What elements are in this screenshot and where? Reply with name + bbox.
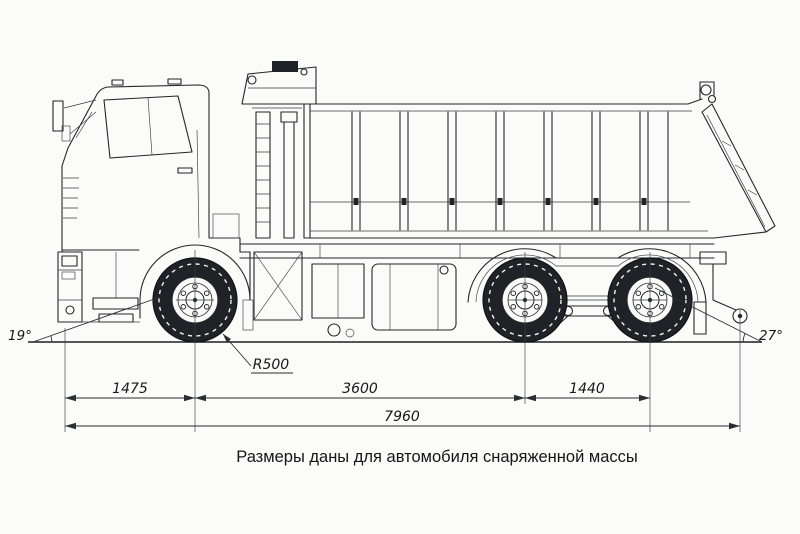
dimension-lines bbox=[64, 250, 741, 432]
bed-front-visor bbox=[241, 66, 317, 105]
dim-rear-bogie-label: 1440 bbox=[569, 381, 605, 397]
approach-angle bbox=[32, 296, 161, 343]
hydraulic-cylinder bbox=[283, 121, 295, 239]
fuel-tank bbox=[371, 263, 457, 331]
chassis-frame bbox=[239, 243, 715, 259]
rear-mudflap bbox=[693, 301, 707, 335]
drawing-caption: Размеры даны для автомобиля снаряженной … bbox=[236, 448, 638, 466]
rear-fenders bbox=[242, 248, 707, 335]
behind-cab-equipment bbox=[252, 107, 303, 321]
bed-ribs bbox=[351, 111, 669, 231]
hydraulic-cylinder-cap bbox=[280, 111, 298, 123]
dim-wheelbase-label: 3600 bbox=[342, 381, 378, 397]
tipping-mechanism bbox=[272, 61, 298, 72]
departure-angle-label: 27° bbox=[759, 328, 783, 344]
approach-angle-label: 19° bbox=[8, 328, 32, 344]
dimension-labels: 1475 3600 1440 7960 19° 27° R500 bbox=[8, 328, 783, 425]
between-axle-equipment bbox=[311, 263, 457, 338]
wheels bbox=[152, 257, 693, 343]
dim-overall-length-label: 7960 bbox=[384, 409, 420, 425]
fuel-filler-cap bbox=[439, 265, 449, 275]
dim-front-overhang-label: 1475 bbox=[112, 381, 148, 397]
tailgate-hinge-bracket bbox=[699, 81, 715, 100]
tailgate bbox=[701, 103, 776, 239]
truck-cab bbox=[52, 78, 251, 323]
departure-angle bbox=[654, 287, 763, 343]
toolbox-behind-cab bbox=[253, 251, 303, 321]
wheel-radius-label: R500 bbox=[253, 357, 290, 373]
front-mudflap bbox=[242, 299, 254, 331]
dump-bed bbox=[241, 61, 776, 239]
